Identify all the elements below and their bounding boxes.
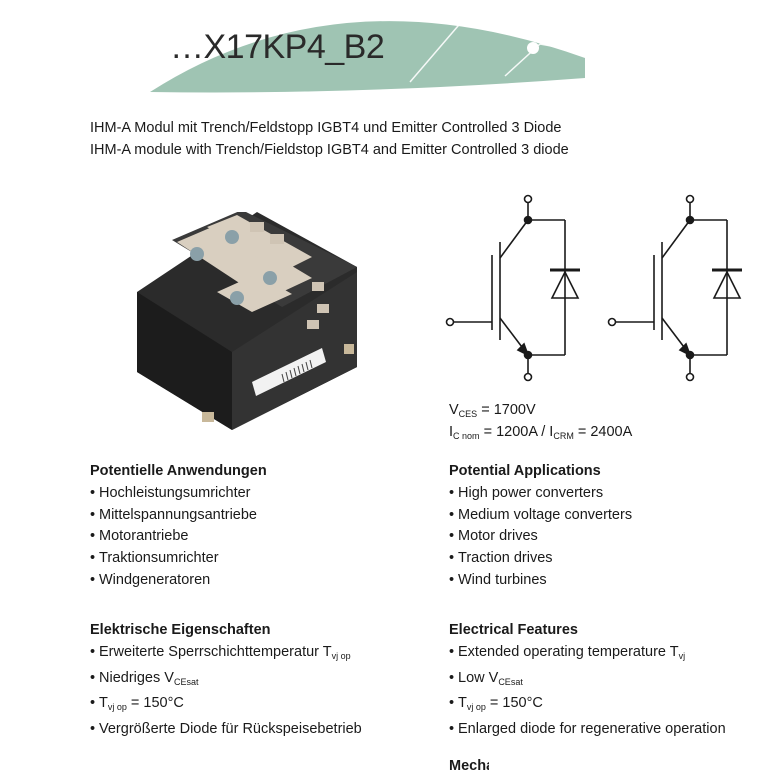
subtitle-english: IHM-A module with Trench/Fieldstop IGBT4… [90,142,569,158]
subtitle-german: IHM-A Modul mit Trench/Feldstopp IGBT4 u… [90,120,562,136]
list-item: •Niedriges VCEsat [90,669,199,687]
list-item: •Tvj op = 150°C [90,695,184,713]
list-item: •Low VCEsat [449,669,523,687]
applications-section-english: Potential Applications •High power conve… [449,463,632,592]
applications-section-german: Potentielle Anwendungen •Hochleistungsum… [90,463,267,592]
list-item: •Traction drives [449,550,553,567]
list-item: •Motor drives [449,528,538,545]
list-item: •Motorantriebe [90,528,189,545]
list-item: •Wind turbines [449,571,547,588]
circuit-schematic [445,194,742,382]
spec-ic: IC nom = 1200A / ICRM = 2400A [449,424,633,441]
list-item: •Hochleistungsumrichter [90,485,251,501]
features-section-german: Elektrische Eigenschaften •Erweiterte Sp… [90,622,362,741]
list-item: •High power converters [449,485,604,501]
list-item: •Medium voltage converters [449,506,633,523]
list-item: •Enlarged diode for regenerative operati… [449,721,726,738]
section-heading: Elektrische Eigenschaften [90,622,271,638]
list-item: •Erweiterte Sperrschichttemperatur Tvj o… [90,644,351,661]
list-item: •Tvj op = 150°C [449,695,543,713]
list-item: •Vergrößerte Diode für Rückspeisebetrieb [90,721,362,738]
section-heading: Potential Applications [449,463,601,479]
mechanical-features-heading: Mechanical Features [449,758,489,774]
igbt-diode-cell-left [445,194,580,382]
banner-dot-icon [527,42,539,54]
header-banner [150,11,586,93]
list-item: •Mittelspannungsantriebe [90,506,257,523]
igbt-diode-cell-right [607,194,742,382]
spec-vces: VCES = 1700V [449,402,536,419]
igbt-module-photo [137,212,357,430]
list-item: •Traktionsumrichter [90,550,219,567]
product-title: …X17KP4_B2 [170,28,385,66]
list-item: •Windgeneratoren [90,571,211,588]
section-heading: Electrical Features [449,622,578,638]
features-section-english: Electrical Features •Extended operating … [449,622,726,741]
list-item: •Extended operating temperature Tvj [449,644,686,661]
section-heading: Potentielle Anwendungen [90,463,267,479]
